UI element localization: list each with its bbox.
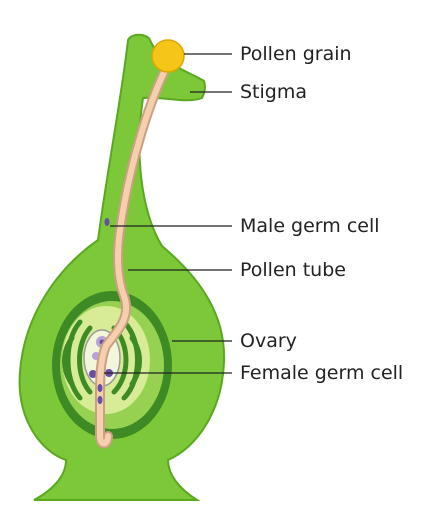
label-pollen-tube: Pollen tube (240, 259, 346, 281)
pollen-grain-shape (151, 39, 185, 73)
leader-lines (104, 53, 232, 374)
tube-nucleus (97, 384, 103, 392)
pollen-tube-inner (97, 61, 171, 447)
label-ovary: Ovary (240, 330, 297, 352)
label-male-germ-cell: Male germ cell (240, 215, 380, 237)
male-germ-cell-marker (104, 218, 110, 226)
label-female-germ-cell: Female germ cell (240, 362, 404, 384)
tube-nucleus-2 (97, 396, 103, 404)
label-stigma: Stigma (240, 81, 308, 103)
label-pollen-grain: Pollen grain (240, 43, 352, 65)
